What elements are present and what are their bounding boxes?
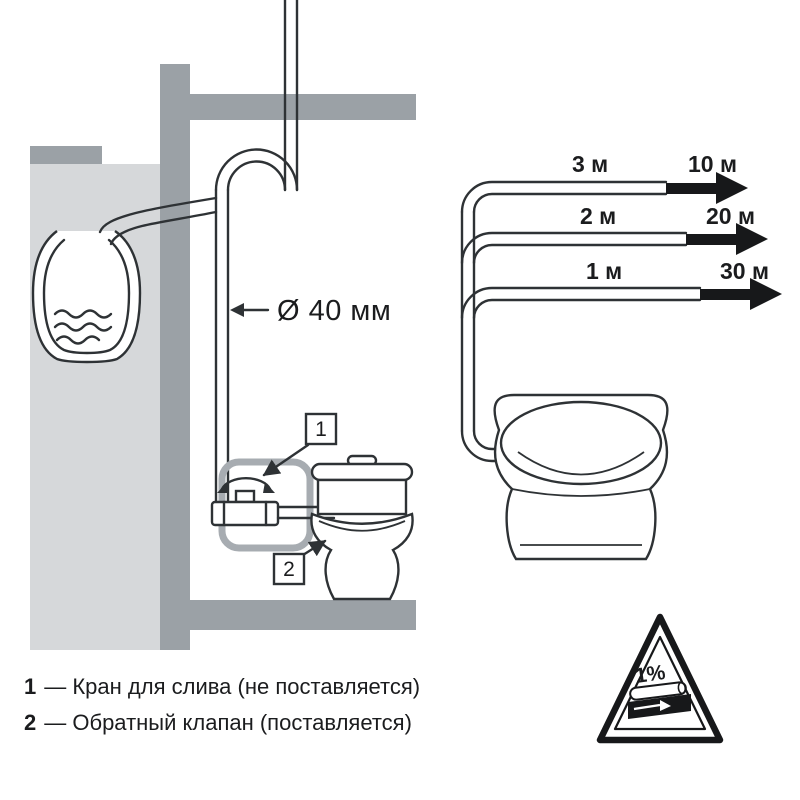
rotation-arrow-head-icon <box>217 482 229 493</box>
cistern-lid <box>310 462 414 482</box>
toilet-connection-pipe <box>460 429 526 463</box>
tank-water-waves <box>53 309 113 345</box>
vertical-beam <box>160 64 190 650</box>
run-label-10m: 10 м <box>688 151 737 177</box>
legend: 1 — Кран для слива (не поставляется) 2 — О… <box>24 674 420 735</box>
sewage-tank <box>31 230 142 364</box>
flow-arrow-shaft-icon <box>633 703 661 711</box>
tank-inner-wall <box>42 238 131 355</box>
run-arrow-10m-icon <box>666 172 748 204</box>
floor-beam <box>190 600 416 630</box>
rotation-arrow-head-icon <box>263 482 275 493</box>
tank-outer-wall <box>31 230 142 364</box>
sloped-pipe-icon <box>629 681 687 701</box>
branch-3m-pipe <box>460 180 668 214</box>
lift-run-diagram: 3 м 10 м 2 м 20 м 1 м 30 м <box>460 151 782 463</box>
toilet-bowl <box>310 512 414 601</box>
toilet-right <box>493 393 669 561</box>
callout-2-arrow <box>301 539 327 557</box>
vent-loop <box>226 160 287 192</box>
tank-inlet-pipe <box>109 210 218 246</box>
cistern <box>316 478 408 516</box>
pipework <box>98 0 299 504</box>
seat-line <box>318 520 406 532</box>
rise-label-1m: 1 м <box>586 258 622 284</box>
wave-line <box>55 335 101 345</box>
wave-line <box>53 309 113 319</box>
tap-stem <box>234 489 256 504</box>
pipe-diameter-callout: Ø 40 мм <box>230 295 391 327</box>
ground-bar <box>628 694 691 719</box>
flow-arrow-head-icon <box>660 700 671 711</box>
diameter-arrow-head-icon <box>230 303 244 317</box>
callout-2: 2 <box>272 539 327 586</box>
pedestal-line <box>511 488 651 497</box>
rise-label-3m: 3 м <box>572 151 608 177</box>
toilet-connection-pipe <box>472 429 526 451</box>
bowl-rim <box>499 400 663 486</box>
branch-1m-pipe <box>472 298 702 320</box>
legend-item-2-num: 2 <box>24 710 36 735</box>
ceiling-beam <box>190 94 416 120</box>
run-arrow-30m-icon <box>700 278 782 310</box>
vent-loop <box>214 148 299 192</box>
callout-2-box <box>272 552 306 586</box>
building-structure <box>30 64 416 650</box>
callout-1-label: 1 <box>315 418 327 441</box>
callout-1-box <box>304 412 338 446</box>
bowl-inner-line <box>517 451 645 476</box>
pipe-end-opening <box>677 681 687 695</box>
run-label-20m: 20 м <box>706 203 755 229</box>
toilet-left <box>310 454 414 601</box>
check-valve-body <box>210 500 280 527</box>
wall-step <box>30 146 102 164</box>
callout-1-arrow <box>262 443 310 477</box>
pipe-diameter-label: Ø 40 мм <box>277 295 391 327</box>
branch-2m-pipe <box>472 243 688 265</box>
legend-item-1-num: 1 <box>24 674 36 699</box>
branch-1m-pipe <box>460 286 702 320</box>
wave-line <box>53 322 113 332</box>
legend-item-1-text: — Кран для слива (не поставляется) <box>44 674 420 699</box>
callout-2-label: 2 <box>283 558 295 581</box>
slope-value-label: 1% <box>634 661 668 688</box>
branch-2m-pipe <box>460 231 688 265</box>
tank-inlet-pipe <box>98 196 218 234</box>
run-arrow-20m-icon <box>686 223 768 255</box>
legend-item-2-text: — Обратный клапан (поставляется) <box>44 710 412 735</box>
branch-3m-pipe <box>472 192 668 214</box>
legend-item-1: 1 — Кран для слива (не поставляется) <box>24 674 420 699</box>
slope-warning-sign: 1% <box>596 613 724 744</box>
run-label-30m: 30 м <box>720 258 769 284</box>
legend-item-2: 2 — Обратный клапан (поставляется) <box>24 710 412 735</box>
rise-label-2m: 2 м <box>580 203 616 229</box>
callout-1: 1 <box>262 412 338 477</box>
